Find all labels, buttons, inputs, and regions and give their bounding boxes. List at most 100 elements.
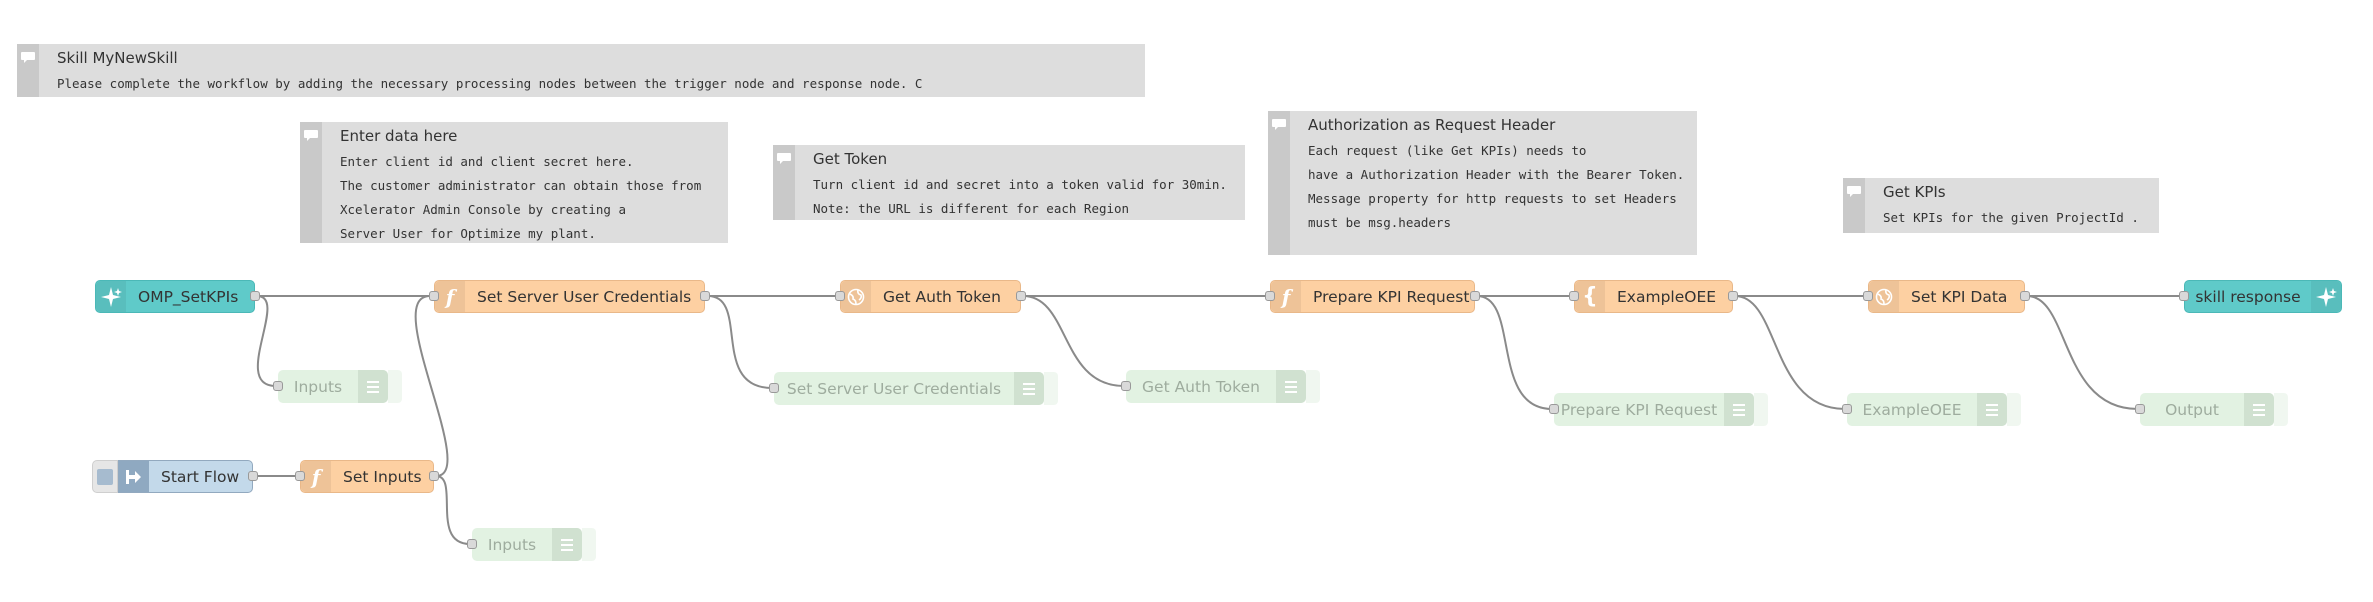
comment-title: Skill MyNewSkill [57,49,178,67]
list-icon[interactable] [1977,393,2007,426]
output-port[interactable] [700,291,710,301]
http-request-node-set-kpi-data[interactable]: Set KPI Data [1868,280,2025,313]
node-label: Output [2165,400,2219,419]
http-request-node-get-auth-token[interactable]: Get Auth Token [840,280,1021,313]
function-node-set-inputs[interactable]: f Set Inputs [300,460,434,493]
comment-enter-data[interactable]: Enter data here Enter client id and clie… [300,122,728,243]
wire [435,475,471,545]
comment-line: Enter client id and client secret here. [340,154,634,169]
input-port[interactable] [2135,404,2145,414]
function-icon: f [1271,281,1301,312]
list-icon[interactable] [1276,370,1306,403]
debug-node-inputs[interactable]: Inputs [278,370,402,403]
output-port[interactable] [250,291,260,301]
comment-line: Set KPIs for the given ProjectId . [1883,210,2139,225]
list-icon[interactable] [1014,372,1044,405]
comment-body: Turn client id and secret into a token v… [813,173,1227,221]
input-port[interactable] [769,383,779,393]
sparkle-icon [2311,281,2341,312]
inject-trigger-button[interactable] [92,460,118,493]
input-port[interactable] [1121,381,1131,391]
input-port[interactable] [835,291,845,301]
node-label: Get Auth Token [1142,377,1260,396]
list-icon[interactable] [358,370,388,403]
function-icon: f [435,281,465,312]
list-icon[interactable] [552,528,582,561]
node-label: Set Server User Credentials [477,287,692,306]
debug-toggle[interactable] [1306,370,1320,403]
comment-line: Xcelerator Admin Console by creating a [340,202,626,217]
debug-node-inputs[interactable]: Inputs [472,528,596,561]
comment-line: Server User for Optimize my plant. [340,226,596,241]
output-port[interactable] [1016,291,1026,301]
input-port[interactable] [1569,291,1579,301]
wire [707,295,773,389]
skill-response-node[interactable]: skill response [2184,280,2342,313]
comment-auth-header[interactable]: Authorization as Request Header Each req… [1268,111,1697,255]
input-port[interactable] [1863,291,1873,301]
comment-title: Get Token [813,150,888,168]
input-port[interactable] [1549,404,1559,414]
debug-toggle[interactable] [582,528,596,561]
output-port[interactable] [1728,291,1738,301]
node-label: Set KPI Data [1911,287,2008,306]
comment-line: Turn client id and secret into a token v… [813,177,1227,192]
function-icon: f [301,461,331,492]
node-label: Set Server User Credentials [786,379,1002,398]
input-port[interactable] [2179,291,2189,301]
skill-trigger-node[interactable]: OMP_SetKPIs [95,280,255,313]
speech-bubble-icon [777,153,791,164]
comment-body: Enter client id and client secret here. T… [340,150,701,246]
debug-node-get-auth-token[interactable]: Get Auth Token [1126,370,1320,403]
list-icon[interactable] [1724,393,1754,426]
wire [256,295,277,387]
input-port[interactable] [467,539,477,549]
template-node-example-oee[interactable]: { ExampleOEE [1574,280,1733,313]
inject-node-start-flow[interactable]: Start Flow [118,460,253,493]
debug-toggle[interactable] [1044,372,1058,405]
debug-node-example-oee[interactable]: ExampleOEE [1847,393,2021,426]
speech-bubble-icon [304,130,318,141]
list-icon[interactable] [2244,393,2274,426]
comment-skill[interactable]: Skill MyNewSkill Please complete the wor… [17,44,1145,97]
comment-body: Please complete the workflow by adding t… [57,76,923,91]
function-node-set-server-user-credentials[interactable]: f Set Server User Credentials [434,280,705,313]
debug-node-prepare-kpi-request[interactable]: Prepare KPI Request [1554,393,1768,426]
comment-line: have a Authorization Header with the Bea… [1308,167,1685,182]
wire [1734,295,1846,410]
input-port[interactable] [1842,404,1852,414]
debug-toggle[interactable] [1754,393,1768,426]
sparkle-icon [96,281,126,312]
debug-toggle[interactable] [388,370,402,403]
comment-line: Each request (like Get KPIs) needs to [1308,143,1587,158]
output-port[interactable] [248,471,258,481]
debug-node-set-server-user-credentials[interactable]: Set Server User Credentials [774,372,1058,405]
output-port[interactable] [429,471,439,481]
comment-get-token[interactable]: Get Token Turn client id and secret into… [773,145,1245,220]
debug-toggle[interactable] [2274,393,2288,426]
comment-line: The customer administrator can obtain th… [340,178,702,193]
input-port[interactable] [295,471,305,481]
comment-get-kpis[interactable]: Get KPIs Set KPIs for the given ProjectI… [1843,178,2159,233]
input-port[interactable] [1265,291,1275,301]
speech-bubble-icon [1272,119,1286,130]
comment-title: Enter data here [340,127,458,145]
comment-line: must be msg.headers [1308,215,1451,230]
comment-title: Authorization as Request Header [1308,116,1556,134]
function-node-prepare-kpi-request[interactable]: f Prepare KPI Request [1270,280,1475,313]
output-port[interactable] [1470,291,1480,301]
input-port[interactable] [273,381,283,391]
comment-line: Message property for http requests to se… [1308,191,1677,206]
node-label: Inputs [487,535,537,554]
node-label: Prepare KPI Request [1313,287,1470,306]
comment-line: Note: the URL is different for each Regi… [813,201,1130,216]
output-port[interactable] [2020,291,2030,301]
node-label: Start Flow [161,467,240,486]
comment-body: Each request (like Get KPIs) needs to hav… [1308,139,1684,235]
debug-node-output[interactable]: Output [2140,393,2288,426]
input-port[interactable] [429,291,439,301]
debug-toggle[interactable] [2007,393,2021,426]
node-label: Get Auth Token [883,287,1001,306]
comment-body: Set KPIs for the given ProjectId . [1883,206,2139,230]
